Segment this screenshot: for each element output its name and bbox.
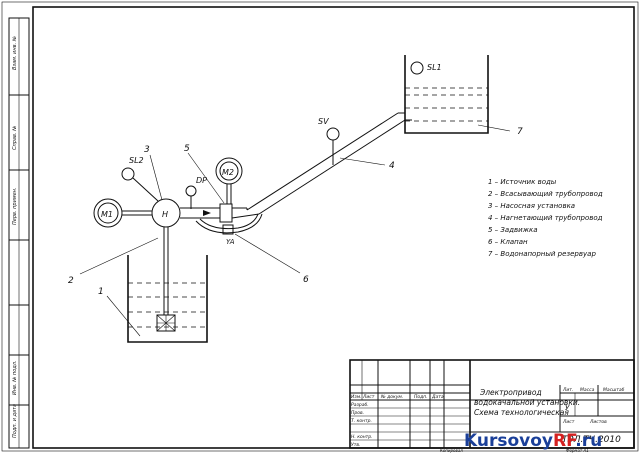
- pump-unit: M1 H SL2 3 DP M2 5: [68, 144, 309, 315]
- label-h: H: [162, 210, 168, 219]
- side-stamp-2: Подп. и дата: [12, 404, 18, 438]
- label-ya: YA: [226, 238, 235, 246]
- callout-3: 3: [144, 145, 150, 155]
- site-watermark: KursovoyRF.ru: [464, 431, 602, 451]
- tb-sheets: Листов: [589, 419, 607, 425]
- side-stamp-5: Перв. примен.: [12, 187, 18, 225]
- tb-col-doc: № докум.: [380, 394, 403, 400]
- label-m1: M1: [101, 210, 113, 219]
- side-stamp: Взам. инв. № Подп. и дата Инв. № подл. С…: [8, 17, 30, 449]
- tb-col-date: Дата: [431, 394, 444, 400]
- tb-row-tkontr: Т. контр.: [351, 418, 372, 424]
- tb-col-izm: Изм.: [351, 394, 362, 400]
- legend-item-7: 7 – Водонапорный резервуар: [488, 250, 596, 258]
- tb-col-list: Лист: [362, 394, 375, 400]
- legend-item-1: 1 – Источник воды: [488, 178, 557, 186]
- label-m2: M2: [222, 168, 234, 177]
- side-stamp-3: Инв. № подл.: [12, 361, 18, 396]
- watermark-part-3: .ru: [575, 431, 602, 451]
- tb-row-prov: Пров.: [351, 410, 364, 416]
- tb-title-3: Схема технологическая: [474, 408, 569, 417]
- tb-lit-value: У: [565, 404, 570, 412]
- water-reservoir: SL1 7: [404, 55, 523, 137]
- tb-title-2: водокачальной установки.: [474, 398, 580, 407]
- label-dp: DP: [196, 176, 207, 185]
- callout-1: 1: [98, 287, 104, 297]
- callout-2: 2: [68, 276, 74, 286]
- tb-format: Формат А1: [566, 448, 589, 453]
- tb-row-nkontr: Н. контр.: [351, 434, 373, 440]
- tb-hdr-mass: Масса: [580, 387, 595, 393]
- side-stamp-4: Справ. №: [12, 126, 18, 150]
- tb-hdr-lit: Лит.: [562, 387, 573, 393]
- legend-item-2: 2 – Всасывающий трубопровод: [488, 190, 603, 198]
- legend-item-4: 4 – Нагнетающий трубопровод: [488, 214, 603, 222]
- label-sv: SV: [318, 117, 329, 126]
- discharge-pipeline: SV 4: [246, 112, 412, 215]
- tb-hdr-scale: Масштаб: [603, 387, 625, 393]
- svg-text:KursovoyRF.ru: KursovoyRF.ru: [464, 431, 602, 451]
- legend: 1 – Источник воды 2 – Всасывающий трубоп…: [488, 178, 603, 258]
- tb-sheet: Лист: [562, 419, 575, 425]
- pressure-gauge-sv: [326, 127, 340, 141]
- callout-7: 7: [517, 127, 523, 137]
- callout-4: 4: [389, 161, 395, 171]
- legend-item-5: 5 – Задвижка: [488, 226, 538, 234]
- tb-row-razrab: Разраб.: [351, 402, 369, 408]
- side-stamp-1: Взам. инв. №: [12, 36, 18, 70]
- level-sensor-sl1: [410, 61, 424, 75]
- watermark-part-2: RF: [553, 431, 577, 451]
- callout-6: 6: [303, 275, 309, 285]
- label-sl1: SL1: [427, 63, 442, 72]
- motor-m2: [215, 157, 243, 185]
- water-source-tank: 1: [98, 255, 208, 343]
- callout-5: 5: [184, 144, 190, 154]
- level-sensor-sl2: [121, 167, 135, 181]
- gate-valve: [219, 203, 233, 223]
- tb-col-sign: Подп.: [414, 394, 428, 400]
- watermark-part-1: Kursovoy: [464, 431, 553, 451]
- check-valve-ya: [222, 224, 234, 235]
- title-block: Изм. Лист № докум. Подп. Дата Разраб. Пр…: [349, 359, 635, 453]
- tb-title-1: Электропривод: [479, 388, 542, 397]
- pressure-relay-dp: [185, 185, 197, 197]
- legend-item-3: 3 – Насосная установка: [488, 202, 575, 210]
- tb-code: ТЭЛ.ТЧ.2010: [562, 435, 621, 445]
- motor-m1: [93, 198, 123, 228]
- tb-row-utv: Утв.: [351, 442, 360, 448]
- legend-item-6: 6 – Клапан: [488, 238, 528, 246]
- pump-h: [151, 198, 181, 228]
- tb-copied: Копировал: [440, 448, 463, 453]
- label-sl2: SL2: [129, 156, 144, 165]
- drawing-frame: [32, 6, 635, 449]
